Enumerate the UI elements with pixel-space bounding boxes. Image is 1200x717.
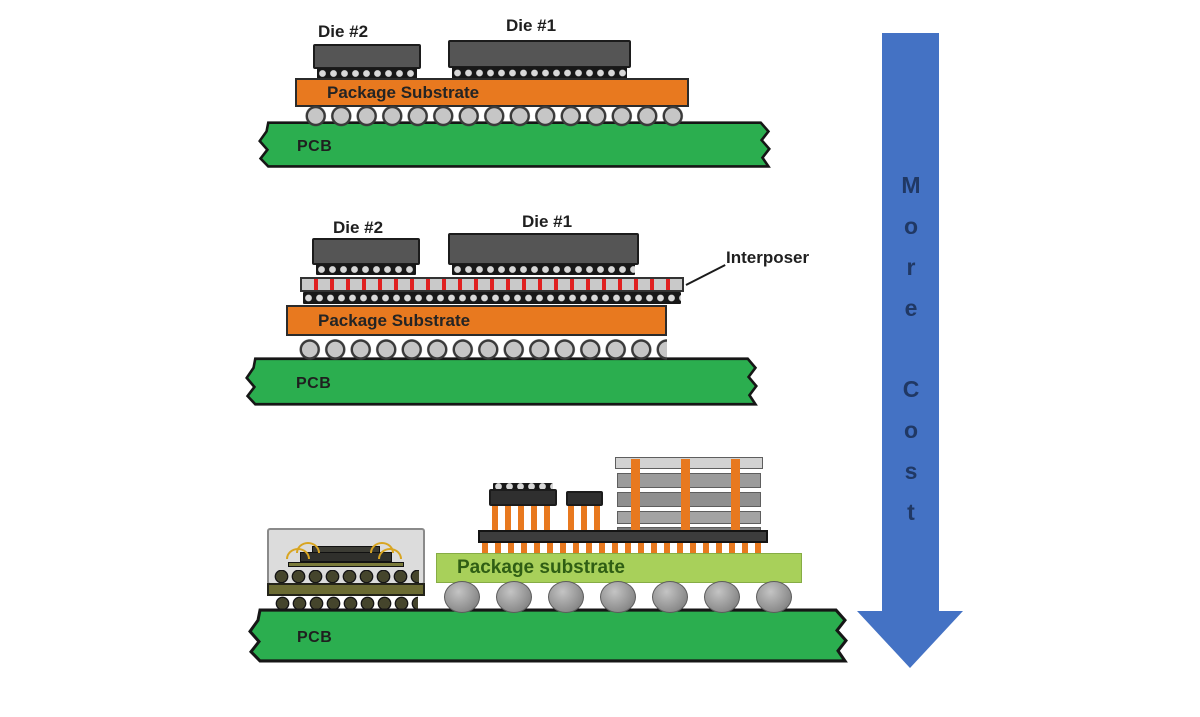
d2-interposer-pointer-line xyxy=(685,264,726,286)
d1-solder-balls xyxy=(303,104,686,128)
d3-chiplet1-top-bumps xyxy=(493,483,553,490)
d1-pcb xyxy=(258,121,771,168)
cost-arrow-shaft xyxy=(882,33,939,611)
cost-arrow-head-icon xyxy=(857,611,963,668)
d1-substrate-label: Package Substrate xyxy=(327,82,480,102)
d3-bga-ball-3 xyxy=(548,581,584,613)
d2-package-substrate: Package Substrate xyxy=(286,305,667,336)
cost-arrow-word-more: More xyxy=(898,172,924,336)
d2-die1-microbumps xyxy=(452,264,635,275)
d1-pcb-label: PCB xyxy=(297,138,333,155)
d2-pcb-label: PCB xyxy=(296,375,332,392)
d3-pcb-shape xyxy=(248,608,848,663)
d2-interposer-microbumps xyxy=(303,292,681,304)
d3-chiplet2-pillars xyxy=(568,506,601,530)
d3-chiplet1-pillars xyxy=(492,506,554,530)
d2-die1 xyxy=(448,233,639,265)
d2-interposer xyxy=(300,277,684,292)
d3-interposer-pillars xyxy=(482,543,764,555)
d3-inner-solder-balls xyxy=(273,570,419,583)
d3-pcb xyxy=(248,608,848,663)
d3-left-bga-balls xyxy=(274,596,418,611)
d2-die2 xyxy=(312,238,420,265)
d3-pcb-label: PCB xyxy=(297,629,333,646)
d3-stack-tsv-column-1 xyxy=(631,459,640,543)
d1-die2 xyxy=(313,44,421,69)
d3-stack-tsv-column-2 xyxy=(681,459,690,543)
d3-bga-ball-7 xyxy=(756,581,792,613)
d3-chiplet1 xyxy=(489,489,557,506)
d3-bga-ball-6 xyxy=(704,581,740,613)
d1-die1 xyxy=(448,40,631,68)
d2-die1-label: Die #1 xyxy=(522,212,573,231)
d1-die1-label: Die #1 xyxy=(506,16,557,35)
d2-pcb xyxy=(245,357,758,406)
d2-solder-balls xyxy=(297,337,667,362)
d1-die2-label: Die #2 xyxy=(318,22,369,41)
d3-silicon-interposer xyxy=(478,530,768,543)
d3-substrate-label: Package substrate xyxy=(457,557,625,578)
d1-pcb-shape xyxy=(258,121,771,168)
d2-die2-label: Die #2 xyxy=(333,218,384,237)
d3-left-substrate xyxy=(267,583,425,596)
d3-bga-ball-5 xyxy=(652,581,688,613)
d3-stack-tsv-column-3 xyxy=(731,459,740,543)
d3-bga-ball-1 xyxy=(444,581,480,613)
d2-substrate-label: Package Substrate xyxy=(318,310,471,330)
d3-bga-ball-2 xyxy=(496,581,532,613)
d1-package-substrate: Package Substrate xyxy=(295,78,689,107)
d1-die1-microbumps xyxy=(452,67,627,79)
d2-interposer-label: Interposer xyxy=(726,248,810,267)
d1-die2-microbumps xyxy=(317,68,417,79)
d2-pcb-shape xyxy=(245,357,758,406)
d3-chiplet2 xyxy=(566,491,603,506)
d3-inner-substrate xyxy=(288,562,404,567)
d3-package-substrate: Package substrate xyxy=(436,553,802,583)
d2-die2-microbumps xyxy=(316,264,416,275)
cost-arrow-word-cost: Cost xyxy=(898,376,924,540)
d3-bga-ball-4 xyxy=(600,581,636,613)
